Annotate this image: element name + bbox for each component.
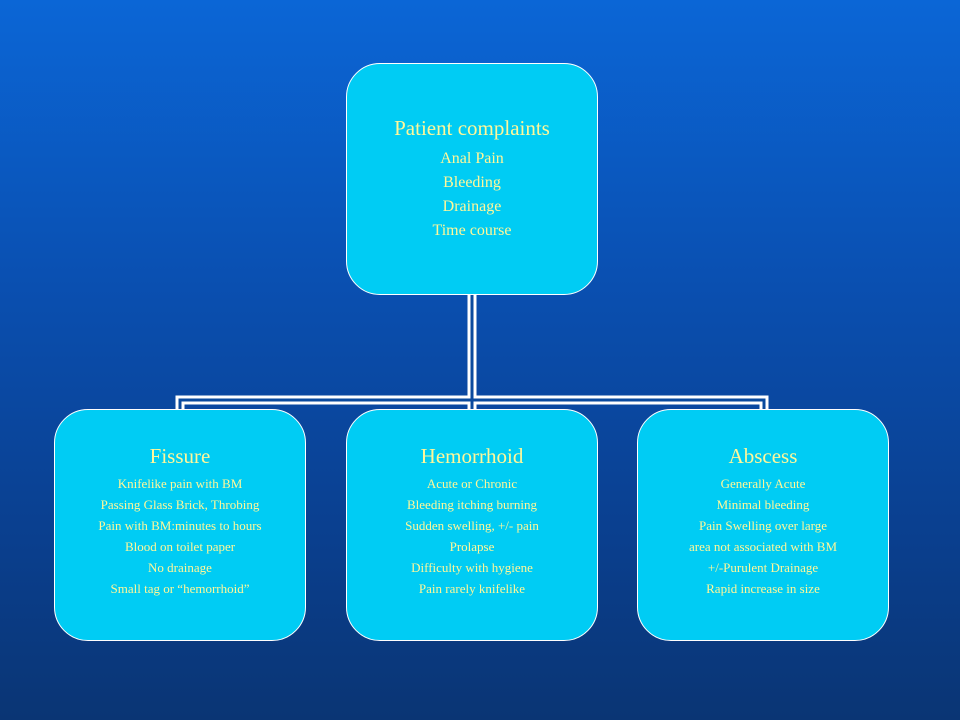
fissure-line: Passing Glass Brick, Throbing xyxy=(100,496,260,512)
root-line: Bleeding xyxy=(443,173,501,191)
root-line: Time course xyxy=(432,221,512,239)
hemorrhoid-line: Prolapse xyxy=(449,538,495,554)
child-node-hemorrhoid: Hemorrhoid Acute or Chronic Bleeding itc… xyxy=(346,409,598,641)
fissure-line: Small tag or “hemorrhoid” xyxy=(110,580,250,596)
root-line: Drainage xyxy=(442,197,502,215)
abscess-line: Rapid increase in size xyxy=(706,580,820,596)
child-node-fissure: Fissure Knifelike pain with BM Passing G… xyxy=(54,409,306,641)
abscess-line: Generally Acute xyxy=(720,475,806,491)
abscess-line: Minimal bleeding xyxy=(716,496,810,512)
hemorrhoid-title: Hemorrhoid xyxy=(420,443,524,468)
root-line: Anal Pain xyxy=(440,149,504,167)
hemorrhoid-line: Acute or Chronic xyxy=(426,475,518,491)
child-node-abscess: Abscess Generally Acute Minimal bleeding… xyxy=(637,409,889,641)
root-title: Patient complaints xyxy=(394,115,550,140)
fissure-line: Blood on toilet paper xyxy=(124,538,236,554)
hemorrhoid-line: Difficulty with hygiene xyxy=(411,559,533,575)
abscess-line: Pain Swelling over large xyxy=(699,517,827,533)
hemorrhoid-line: Sudden swelling, +/- pain xyxy=(405,517,539,533)
fissure-title: Fissure xyxy=(149,443,211,468)
hemorrhoid-line: Pain rarely knifelike xyxy=(418,580,526,596)
abscess-title: Abscess xyxy=(728,443,798,468)
fissure-line: Knifelike pain with BM xyxy=(117,475,243,491)
abscess-line: area not associated with BM xyxy=(688,538,837,554)
fissure-line: No drainage xyxy=(148,559,212,575)
fissure-line: Pain with BM:minutes to hours xyxy=(98,517,262,533)
root-node-patient-complaints: Patient complaints Anal Pain Bleeding Dr… xyxy=(346,63,598,295)
hemorrhoid-line: Bleeding itching burning xyxy=(407,496,537,512)
abscess-line: +/-Purulent Drainage xyxy=(707,559,819,575)
